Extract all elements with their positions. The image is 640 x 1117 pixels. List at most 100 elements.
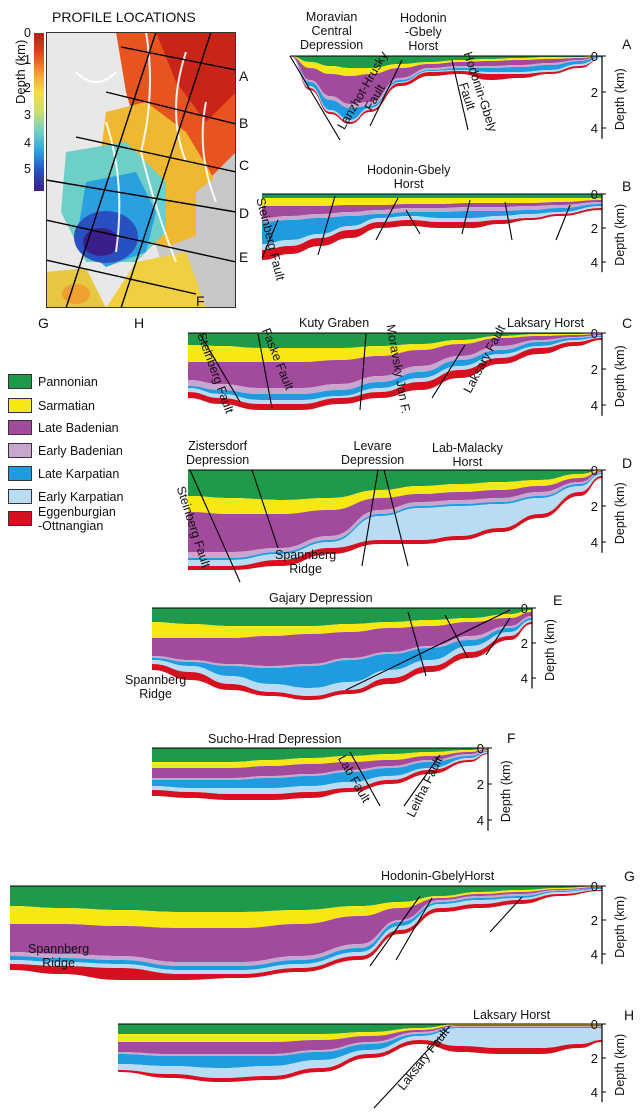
colorbar-tick: 4	[24, 136, 31, 150]
profile-a-early-badenian-layer	[290, 56, 602, 108]
profile-e-sarmatian-layer	[152, 610, 532, 638]
profile-a-fault-line	[289, 55, 341, 141]
profile-location-map	[46, 32, 236, 308]
profile-g-eggenburgian-layer	[10, 890, 602, 980]
profile-e-depth-tick: 0	[521, 601, 528, 616]
profile-b-fault-line	[405, 209, 421, 235]
profile-h-late-badenian-layer	[118, 1025, 602, 1054]
profile-c-sarmatian-layer	[188, 333, 602, 362]
profile-e-structure: Gajary Depression	[269, 591, 373, 605]
profile-d-late-badenian-layer	[188, 471, 602, 552]
profile-d-eggenburgian-layer	[188, 476, 602, 570]
legend-swatch-early-badenian	[8, 443, 32, 458]
profile-e-fault-line	[485, 617, 511, 656]
profile-f-early-karpatian-layer	[152, 752, 488, 794]
profile-g-depth-label: Depth (km)	[613, 896, 627, 958]
profile-f-early-badenian-layer	[152, 750, 488, 780]
profile-c-fault-line	[359, 333, 367, 411]
profile-c-fault-line	[199, 333, 241, 403]
profile-f-depth-tick: 0	[477, 741, 484, 756]
map-line-label-e: E	[239, 249, 249, 265]
profile-b-fault-line	[555, 204, 571, 241]
profile-g-late-badenian-layer	[10, 887, 602, 962]
profile-f-late-badenian-layer	[152, 749, 488, 778]
profile-g-fault-line	[489, 896, 523, 933]
colorbar-tick: 5	[24, 162, 31, 176]
map-line-label-b: B	[239, 115, 249, 131]
profile-a-structure: Moravian Central Depression	[300, 10, 364, 52]
profile-g-late-karpatian-layer	[10, 888, 602, 970]
profile-g-depth-tick: 4	[591, 947, 598, 962]
profile-h-letter: H	[624, 1007, 635, 1023]
profile-b-depth-tick: 2	[591, 221, 598, 236]
legend-label: Pannonian	[38, 375, 98, 389]
profile-c-early-badenian-layer	[188, 335, 602, 394]
profile-e-late-karpatian-layer	[152, 618, 532, 688]
profile-h-fault-line	[373, 1025, 451, 1109]
profile-h-sarmatian-layer	[118, 1024, 602, 1042]
profile-e-structure: Spannberg Ridge	[125, 673, 187, 701]
profile-d-pannonian-layer	[188, 470, 602, 500]
colorbar-tick: 3	[24, 108, 31, 122]
profile-e-letter: E	[553, 592, 563, 608]
legend-label: Eggenburgian -Ottnangian	[38, 505, 116, 533]
profile-g-early-karpatian-layer	[10, 889, 602, 974]
profile-c-depth-tick: 0	[591, 326, 598, 341]
profile-h-pannonian-layer	[118, 1024, 602, 1034]
map-line-label-d: D	[239, 205, 250, 221]
profile-e-fault-line	[407, 611, 427, 677]
profile-d-fault-line	[189, 469, 241, 583]
profile-a-letter: A	[622, 36, 632, 52]
profile-b-fault-line	[261, 219, 279, 259]
legend-swatch-eggenburgian	[8, 511, 32, 526]
profile-e-pannonian-layer	[152, 608, 532, 626]
legend-swatch-late-karpatian	[8, 466, 32, 481]
profile-b-fault-line	[317, 195, 336, 256]
profile-h-depth-tick: 2	[591, 1051, 598, 1066]
legend-label: Sarmatian	[38, 399, 95, 413]
profile-h-depth-tick: 4	[591, 1085, 598, 1100]
profile-b-depth-tick: 4	[591, 255, 598, 270]
legend-swatch-early-karpatian	[8, 489, 32, 504]
profile-h-structure: Laksary Horst	[473, 1008, 551, 1022]
profile-c-fault-line	[431, 344, 466, 399]
profile-b-fault-line	[461, 199, 471, 235]
profile-a-depth-tick: 0	[591, 49, 598, 64]
profile-g-letter: G	[624, 868, 635, 884]
profile-c-eggenburgian-layer	[188, 338, 602, 410]
profile-f-fault-line	[403, 754, 441, 807]
profile-d-depth-tick: 0	[591, 463, 598, 478]
profile-f-depth-tick: 4	[477, 813, 484, 828]
profile-b-early-karpatian-layer	[262, 206, 602, 250]
map-line-label-a: A	[239, 68, 249, 84]
legend-swatch-late-badenian	[8, 420, 32, 435]
profile-d-sarmatian-layer	[188, 470, 602, 514]
profile-a-late-karpatian-layer	[290, 56, 602, 120]
profile-d-structure: Levare Depression	[341, 439, 405, 467]
profile-e-depth-label: Depth (km)	[543, 619, 557, 681]
profile-b-structure: Hodonin-Gbely Horst	[367, 163, 451, 191]
profile-g-sarmatian-layer	[10, 886, 602, 928]
profile-g-fault-line	[369, 895, 421, 967]
profile-b-pannonian-layer	[262, 194, 602, 198]
map-line-label-c: C	[239, 157, 250, 173]
colorbar-tick: 2	[24, 81, 31, 95]
profile-g-depth-tick: 2	[591, 913, 598, 928]
profile-c-structure: Kuty Graben	[299, 316, 370, 330]
profile-e-depth-tick: 4	[521, 671, 528, 686]
profile-c-early-karpatian-layer	[188, 337, 602, 404]
profile-d-early-karpatian-layer	[188, 474, 602, 566]
profile-f-pannonian-layer	[152, 748, 488, 762]
profile-c-letter: C	[622, 315, 633, 331]
profile-a-sarmatian-layer	[290, 56, 602, 76]
legend-swatch-sarmatian	[8, 398, 32, 413]
profile-d-structure: Spannberg Ridge	[275, 548, 337, 576]
map-line-label-h: H	[134, 315, 145, 331]
profile-g-depth-tick: 0	[591, 879, 598, 894]
profile-d-letter: D	[622, 455, 633, 471]
legend-label: Early Karpatian	[38, 490, 124, 504]
profile-e-fault-line	[444, 614, 469, 659]
profile-f-depth-tick: 2	[477, 777, 484, 792]
profile-a-fault-line	[369, 59, 403, 127]
